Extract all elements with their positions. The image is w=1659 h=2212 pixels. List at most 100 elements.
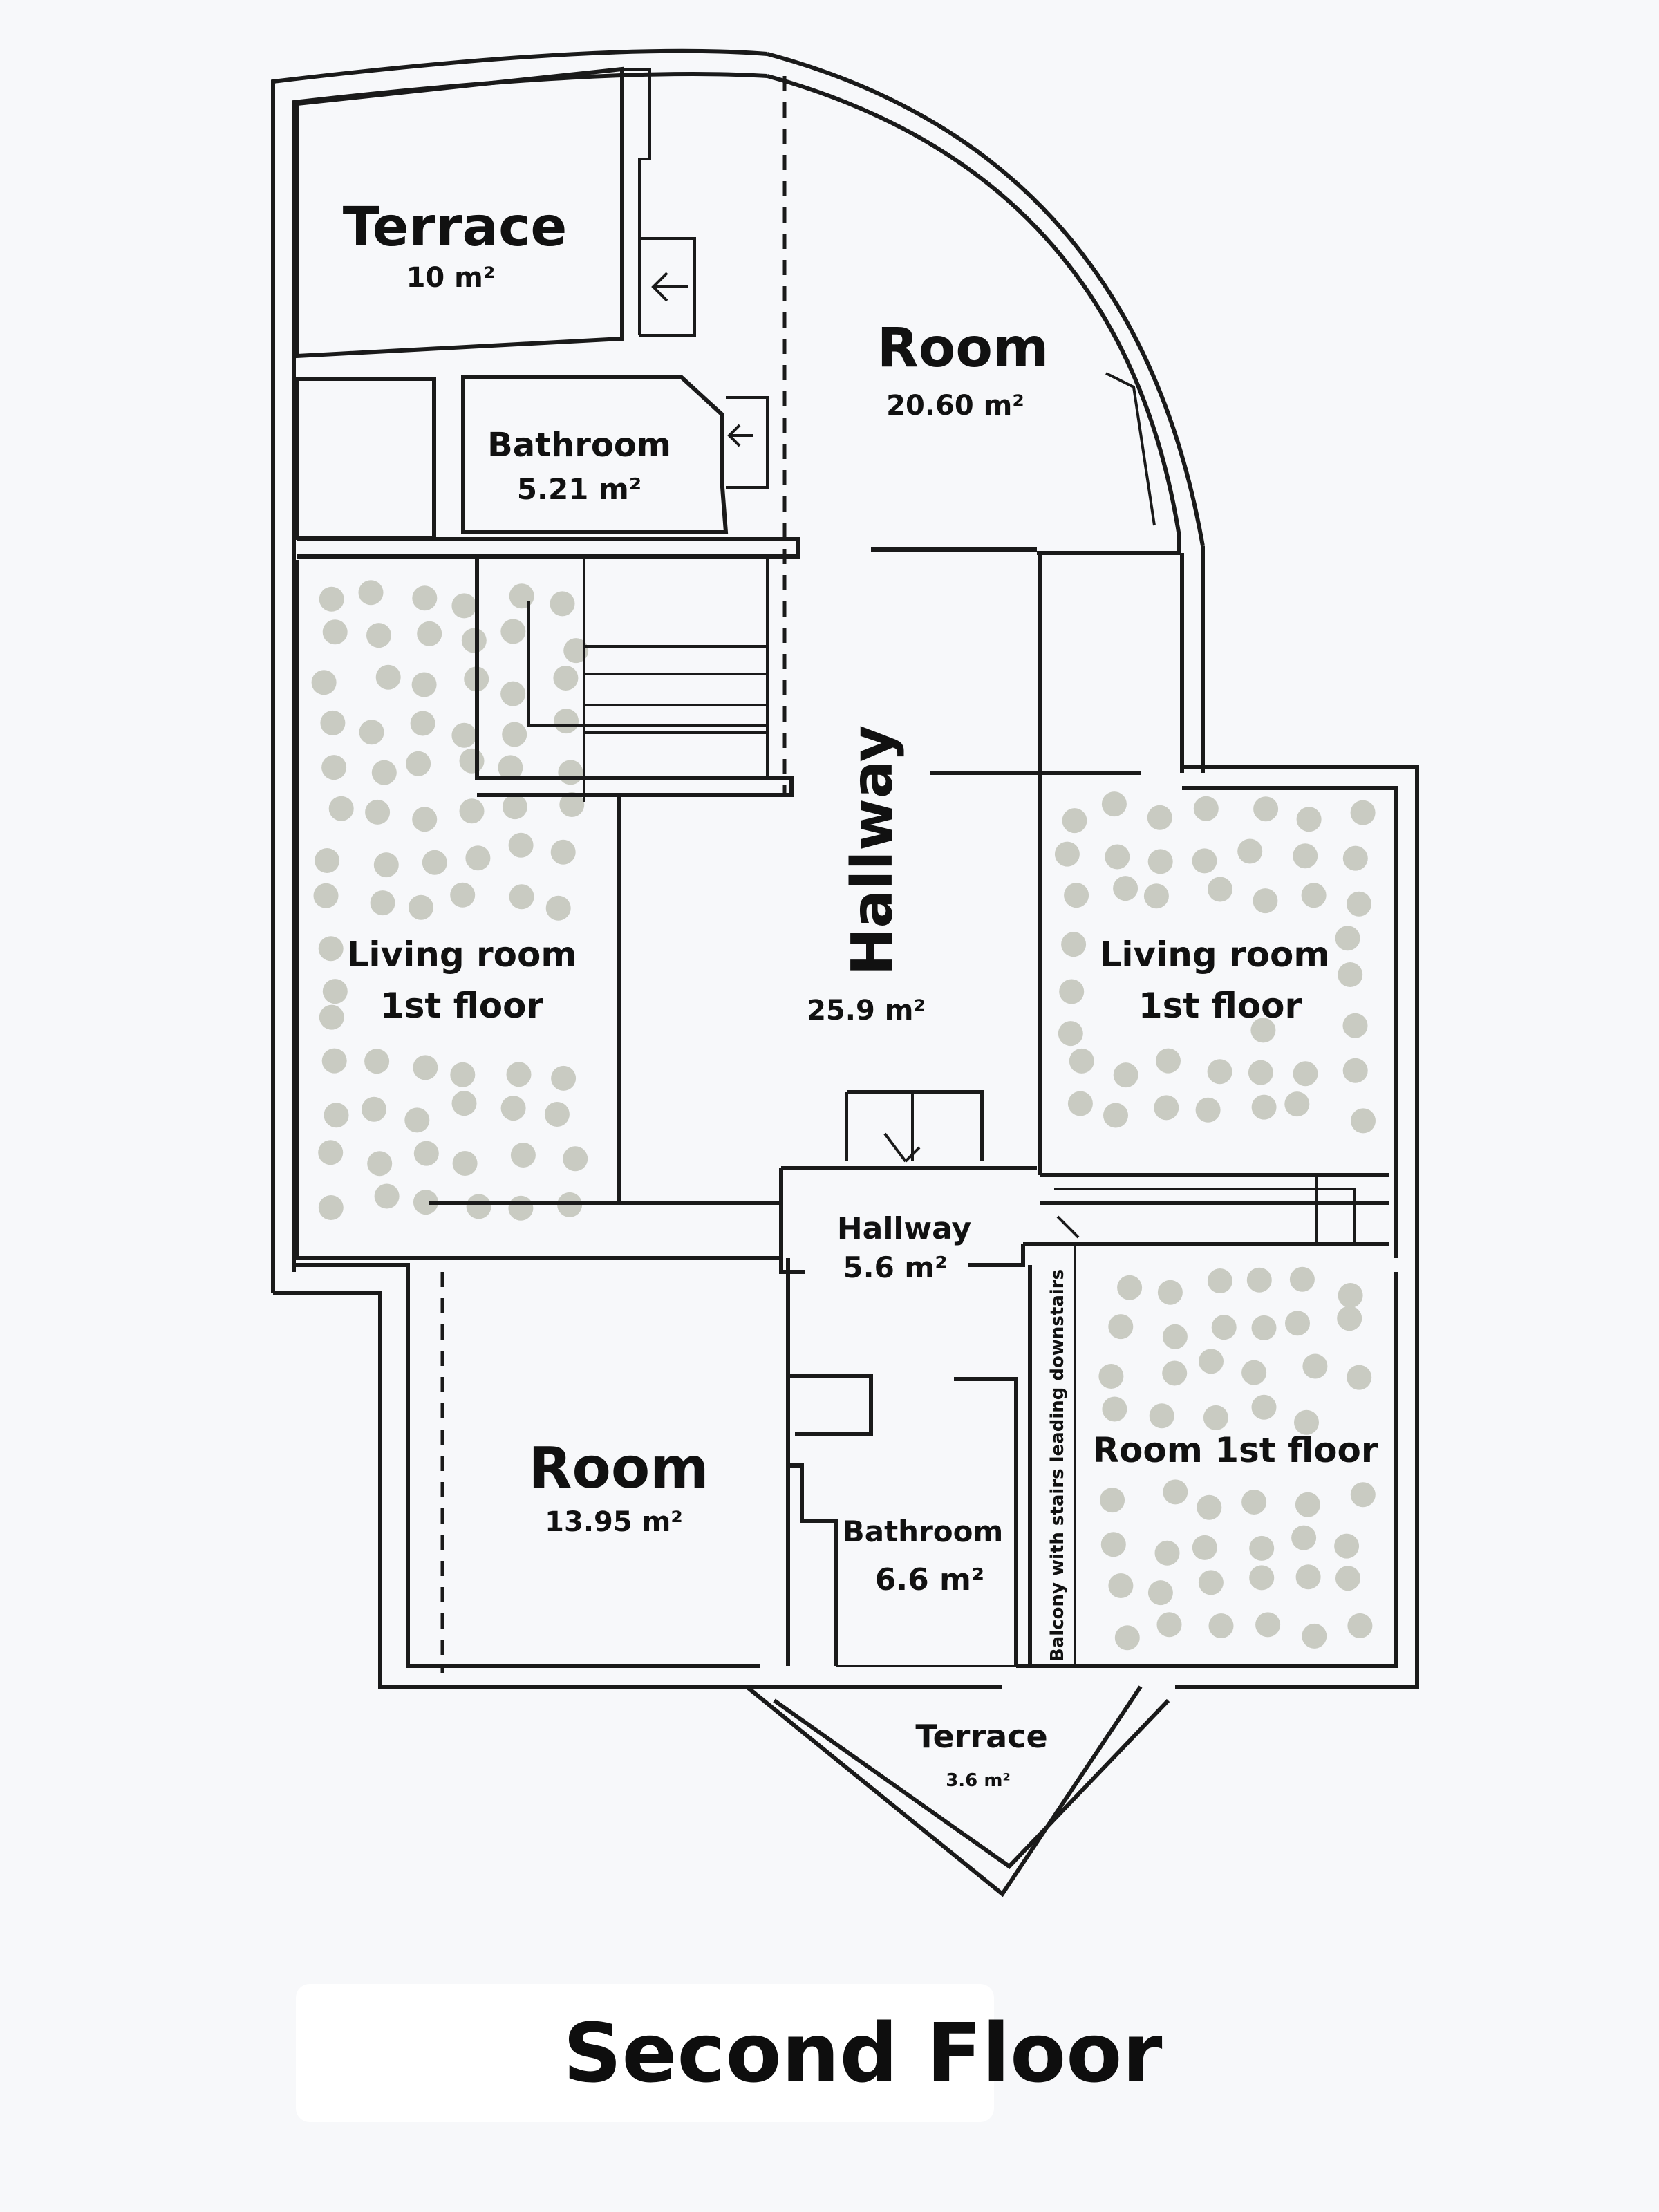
- room-top-name: Room: [877, 317, 1049, 379]
- pattern-dot: [500, 681, 526, 706]
- dashed-lines: [440, 76, 787, 1673]
- pattern-dot: [1061, 932, 1087, 957]
- hallway-small-name: Hallway: [837, 1211, 971, 1246]
- pattern-dot: [1342, 1058, 1368, 1083]
- pattern-dot: [1069, 1048, 1094, 1074]
- pattern-dot: [1338, 1283, 1363, 1308]
- pattern-dot: [1255, 1612, 1281, 1638]
- pattern-dot: [413, 1190, 438, 1215]
- pattern-dot: [506, 1062, 532, 1087]
- pattern-dot: [559, 792, 585, 817]
- pattern-dot: [466, 1194, 491, 1219]
- pattern-dot: [358, 580, 384, 606]
- pattern-dot: [1198, 1570, 1224, 1595]
- pattern-dot: [452, 1151, 478, 1176]
- terrace-bottom-name: Terrace: [915, 1718, 1047, 1755]
- pattern-dot: [508, 1195, 534, 1221]
- pattern-dot: [374, 1183, 400, 1209]
- pattern-dot: [322, 619, 348, 645]
- terrace-bottom-area: 3.6 m²: [946, 1770, 1011, 1791]
- pattern-dot: [1195, 1097, 1221, 1123]
- pattern-dot: [500, 1096, 526, 1121]
- room-labels: Terrace 10 m² Room 20.60 m² Bathroom 5.2…: [343, 196, 1378, 1791]
- pattern-dot: [365, 799, 391, 825]
- pattern-dot: [366, 623, 391, 648]
- pattern-dot: [1250, 1018, 1276, 1043]
- pattern-dot: [1241, 1360, 1267, 1385]
- pattern-dot: [1149, 1403, 1174, 1429]
- pattern-dot: [459, 798, 485, 824]
- pattern-dot: [1211, 1315, 1237, 1340]
- pattern-dot: [1197, 1494, 1222, 1520]
- pattern-dot: [510, 1143, 536, 1168]
- pattern-dot: [502, 722, 527, 747]
- room-first-floor-pattern: [1098, 1266, 1376, 1651]
- pattern-dot: [558, 760, 583, 785]
- pattern-dot: [1193, 796, 1219, 821]
- pattern-dot: [1163, 1479, 1188, 1505]
- pattern-dot: [1291, 1525, 1317, 1550]
- pattern-dot: [1302, 1353, 1328, 1379]
- pattern-dot: [1251, 1315, 1277, 1340]
- pattern-dot: [1253, 888, 1278, 914]
- pattern-dot: [1334, 1533, 1360, 1559]
- interior-walls: [295, 66, 1389, 1667]
- pattern-dot: [417, 621, 442, 646]
- pattern-dot: [1199, 1349, 1224, 1374]
- pattern-dot: [318, 1140, 344, 1165]
- pattern-dot: [1113, 1062, 1138, 1088]
- pattern-dot: [1338, 962, 1363, 987]
- bathroom-top-name: Bathroom: [487, 426, 671, 465]
- pattern-dot: [550, 839, 576, 865]
- pattern-dot: [1207, 1268, 1232, 1293]
- pattern-dot: [450, 1062, 476, 1087]
- balcony-label: Balcony with stairs leading downstairs: [1047, 1269, 1068, 1662]
- pattern-dot: [422, 850, 447, 875]
- pattern-dot: [311, 670, 337, 695]
- pattern-dot: [1147, 1580, 1173, 1606]
- hallway-main-name: Hallway: [840, 725, 906, 975]
- pattern-dot: [1192, 1535, 1217, 1560]
- pattern-dot: [411, 672, 437, 697]
- pattern-dot: [1162, 1360, 1188, 1386]
- living-right-line1: Living room: [1100, 935, 1330, 975]
- pattern-dot: [461, 628, 487, 653]
- pattern-dot: [1351, 1108, 1376, 1134]
- pattern-dot: [1108, 1573, 1134, 1598]
- pattern-dot: [1293, 843, 1318, 869]
- room-first-floor-name: Room 1st floor: [1093, 1430, 1378, 1470]
- pattern-dot: [1058, 1021, 1083, 1047]
- pattern-dot: [319, 586, 344, 612]
- pattern-dot: [1335, 1566, 1360, 1591]
- pattern-dot: [1156, 1048, 1181, 1074]
- room-bottom-name: Room: [528, 1436, 709, 1501]
- terrace-top-area: 10 m²: [406, 262, 496, 294]
- pattern-dot: [320, 710, 346, 735]
- pattern-dot: [362, 1096, 386, 1122]
- pattern-dot: [1114, 1625, 1140, 1651]
- pattern-dot: [1054, 841, 1080, 867]
- pattern-dot: [1302, 1623, 1327, 1649]
- pattern-dot: [1105, 844, 1130, 870]
- pattern-dot: [1143, 883, 1169, 909]
- pattern-dot: [1059, 979, 1085, 1004]
- pattern-dot: [509, 884, 534, 910]
- pattern-dot: [550, 591, 575, 617]
- pattern-dot: [404, 1107, 430, 1133]
- pattern-dot: [1156, 1612, 1182, 1638]
- door-arrows: [651, 272, 1080, 1239]
- floor-title: Second Floor: [563, 2005, 1163, 2101]
- pattern-dot: [1113, 876, 1138, 901]
- pattern-dot: [1251, 1094, 1277, 1120]
- pattern-dot: [1103, 1103, 1128, 1128]
- pattern-dot: [554, 709, 579, 734]
- pattern-dot: [1342, 845, 1368, 871]
- pattern-dot: [1203, 1405, 1228, 1430]
- pattern-dot: [500, 619, 526, 644]
- pattern-dot: [370, 890, 395, 916]
- pattern-dot: [1246, 1267, 1272, 1293]
- pattern-dot: [328, 796, 354, 821]
- pattern-dot: [412, 585, 438, 611]
- pattern-dot: [545, 895, 571, 921]
